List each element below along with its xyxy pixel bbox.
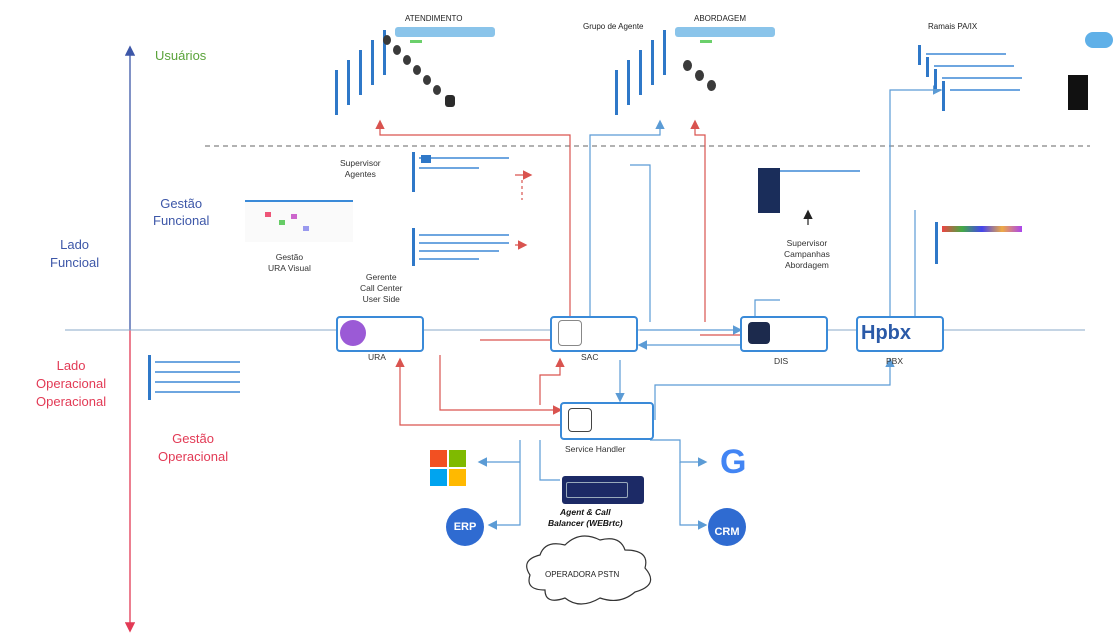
- sac-icon: [558, 320, 582, 346]
- gestao-ura-visual-label: Gestão URA Visual: [268, 252, 311, 273]
- supervisor-campanhas-device: [758, 168, 780, 213]
- supervisor-agentes-screen: [412, 152, 515, 192]
- cloud-icon: [1085, 32, 1113, 48]
- dis-node[interactable]: [740, 316, 828, 352]
- erp-icon: ERP: [446, 508, 484, 546]
- operadora-label: OPERADORA PSTN: [545, 570, 620, 579]
- pbx-node[interactable]: Hpbx: [856, 316, 944, 352]
- ura-icon: [340, 320, 366, 346]
- gerente-label: Gerente Call Center User Side: [360, 272, 403, 304]
- balancer-label: Agent & Call Balancer (WEBrtc): [548, 507, 623, 528]
- supervisor-campanhas-bar: [780, 170, 860, 178]
- gerente-screen: [412, 228, 515, 266]
- ura-node[interactable]: [336, 316, 424, 352]
- grupo-agente-label: Grupo de Agente: [583, 22, 644, 31]
- operational-screen: [148, 355, 246, 400]
- pbx-logo: Hpbx: [861, 322, 911, 344]
- lado-operacional-label: Lado Operacional Operacional: [36, 358, 107, 409]
- abordagem-label: ABORDAGEM: [694, 14, 747, 23]
- dis-label: DIS: [774, 356, 789, 366]
- abordagem-agents-group: [615, 25, 775, 120]
- dis-phone-icon: [748, 322, 770, 344]
- balancer-device[interactable]: [562, 476, 644, 504]
- pstn-cloud: [526, 535, 652, 605]
- google-icon: G: [720, 443, 747, 481]
- gestao-funcional-label: Gestão Funcional: [153, 196, 210, 228]
- pbx-management-screen: [935, 222, 1028, 264]
- phone-device-icon: [1068, 75, 1088, 110]
- sac-node[interactable]: [550, 316, 638, 352]
- atendimento-label: ATENDIMENTO: [405, 14, 463, 23]
- crm-icon: CRM: [708, 508, 746, 546]
- ramais-screens: [918, 45, 1028, 120]
- atendimento-agents-group: [335, 25, 495, 120]
- pbx-label: PBX: [886, 356, 904, 366]
- usuarios-label: Usuários: [155, 48, 207, 63]
- microsoft-icon: [430, 450, 466, 486]
- service-handler-label: Service Handler: [565, 444, 626, 454]
- sac-label: SAC: [581, 352, 599, 362]
- supervisor-campanhas-label: Supervisor Campanhas Abordagem: [784, 238, 830, 270]
- supervisor-agentes-label: Supervisor Agentes: [340, 158, 381, 179]
- service-handler-node[interactable]: [560, 402, 654, 440]
- service-handler-icon: [568, 408, 592, 432]
- ura-visual-screenshot: [245, 200, 353, 242]
- ramais-label: Ramais PA/IX: [928, 22, 978, 31]
- gestao-operacional-label: Gestão Operacional: [158, 431, 229, 464]
- lado-funcional-label: Lado Funcioal: [50, 237, 100, 270]
- ura-label: URA: [368, 352, 386, 362]
